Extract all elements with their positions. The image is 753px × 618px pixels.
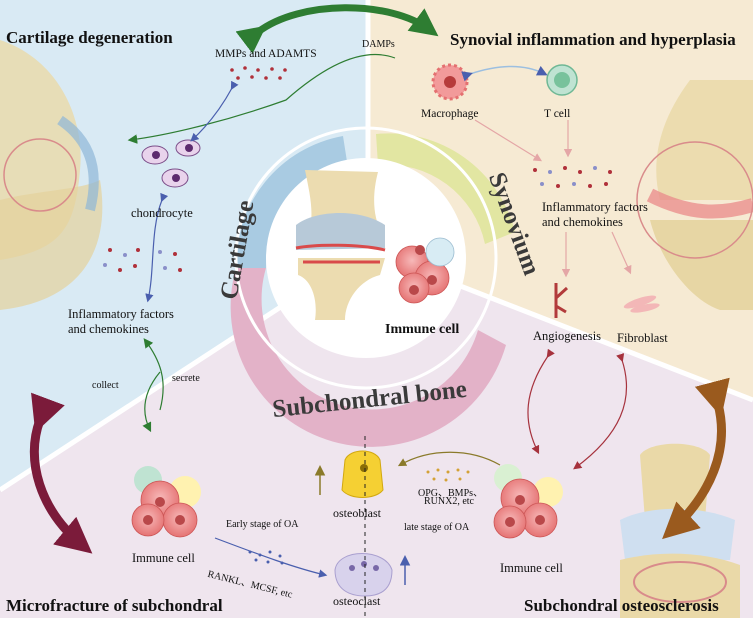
collect-arrow <box>142 371 161 433</box>
rankl-osteoclast-arrow <box>214 537 328 578</box>
center-immune-cluster <box>395 237 455 304</box>
right-double-arrow <box>662 377 730 540</box>
chondrocyte-label: chondrocyte <box>131 206 193 220</box>
cartilage-inflammatory-label-1: Inflammatory factors <box>68 307 174 321</box>
top-double-arrow <box>235 4 439 54</box>
macrophage-label: Macrophage <box>421 108 479 120</box>
right-immune-cell-label: Immune cell <box>500 561 563 575</box>
t-cell-label: T cell <box>544 108 571 120</box>
chondrocyte-cells <box>141 139 201 188</box>
macrophage-cell <box>431 63 469 101</box>
right-immune-cluster <box>493 464 563 539</box>
center-immune-cell-label: Immune cell <box>385 322 460 337</box>
mmps-dots <box>230 66 287 80</box>
right-joint-illustration <box>636 80 753 310</box>
cartilage-degeneration-title: Cartilage degeneration <box>6 28 173 47</box>
osteosclerosis-title: Subchondral osteosclerosis <box>524 596 719 615</box>
opg-dots <box>426 468 470 482</box>
macrophage-inflammatory-arrow <box>474 119 543 162</box>
early-stage-label: Early stage of OA <box>226 519 299 530</box>
right-joint-highlight <box>636 141 753 259</box>
fibroblast-label: Fibroblast <box>617 331 668 345</box>
chondrocyte-inflammatory-arrow <box>145 192 169 303</box>
secrete-label: secrete <box>172 373 200 384</box>
angiogenesis-label: Angiogenesis <box>533 329 602 343</box>
mmps-label: MMPs and ADAMTS <box>215 48 317 60</box>
angiogenesis-immune-arrow <box>527 348 555 455</box>
synovial-inflammation-title: Synovial inflammation and hyperplasia <box>450 30 736 49</box>
damps-label: DAMPs <box>362 39 395 50</box>
center-knee-illustration <box>295 170 386 320</box>
left-immune-cluster <box>131 466 201 538</box>
collect-label: collect <box>92 380 119 391</box>
osteoblast-label: osteoblast <box>333 506 381 520</box>
osteoclast-label: osteoclast <box>333 594 381 608</box>
angiogenesis-icon <box>554 283 569 318</box>
left-joint-illustration <box>0 40 103 310</box>
opg-osteoblast-arrow <box>397 451 501 467</box>
inflammatory-fibroblast-arrow <box>611 231 632 275</box>
osteoclast-cell <box>334 553 393 597</box>
fibroblast-immune-arrow <box>573 352 628 470</box>
fibroblast-icon <box>623 295 660 313</box>
osteoblast-cell <box>341 450 384 498</box>
macrophage-tcell-arrow <box>461 65 548 82</box>
left-double-arrow <box>29 392 93 554</box>
synovium-inflammatory-label-1: Inflammatory factors <box>542 200 648 214</box>
synovium-sector <box>368 0 753 400</box>
mmps-chondrocyte-arrow <box>190 80 239 142</box>
left-joint-highlight <box>3 138 77 212</box>
opg-label-1: OPG、BMPs、 <box>418 488 484 499</box>
bone-highlight <box>633 561 727 603</box>
synovium-inflammatory-dots <box>533 166 612 188</box>
late-stage-label: late stage of OA <box>404 522 470 533</box>
cartilage-inflammatory-label-2: and chemokines <box>68 322 149 336</box>
opg-label-2: RUNX2, etc <box>424 496 474 507</box>
secrete-arrow <box>143 338 164 411</box>
t-cell <box>546 64 578 96</box>
cartilage-sector <box>0 0 368 490</box>
synovium-ring <box>376 133 515 244</box>
left-immune-cell-label: Immune cell <box>132 551 195 565</box>
damps-arrow <box>127 53 396 144</box>
cartilage-ring <box>235 136 348 268</box>
synovium-inflammatory-label-2: and chemokines <box>542 215 623 229</box>
microfracture-title: Microfracture of subchondral <box>6 596 223 615</box>
